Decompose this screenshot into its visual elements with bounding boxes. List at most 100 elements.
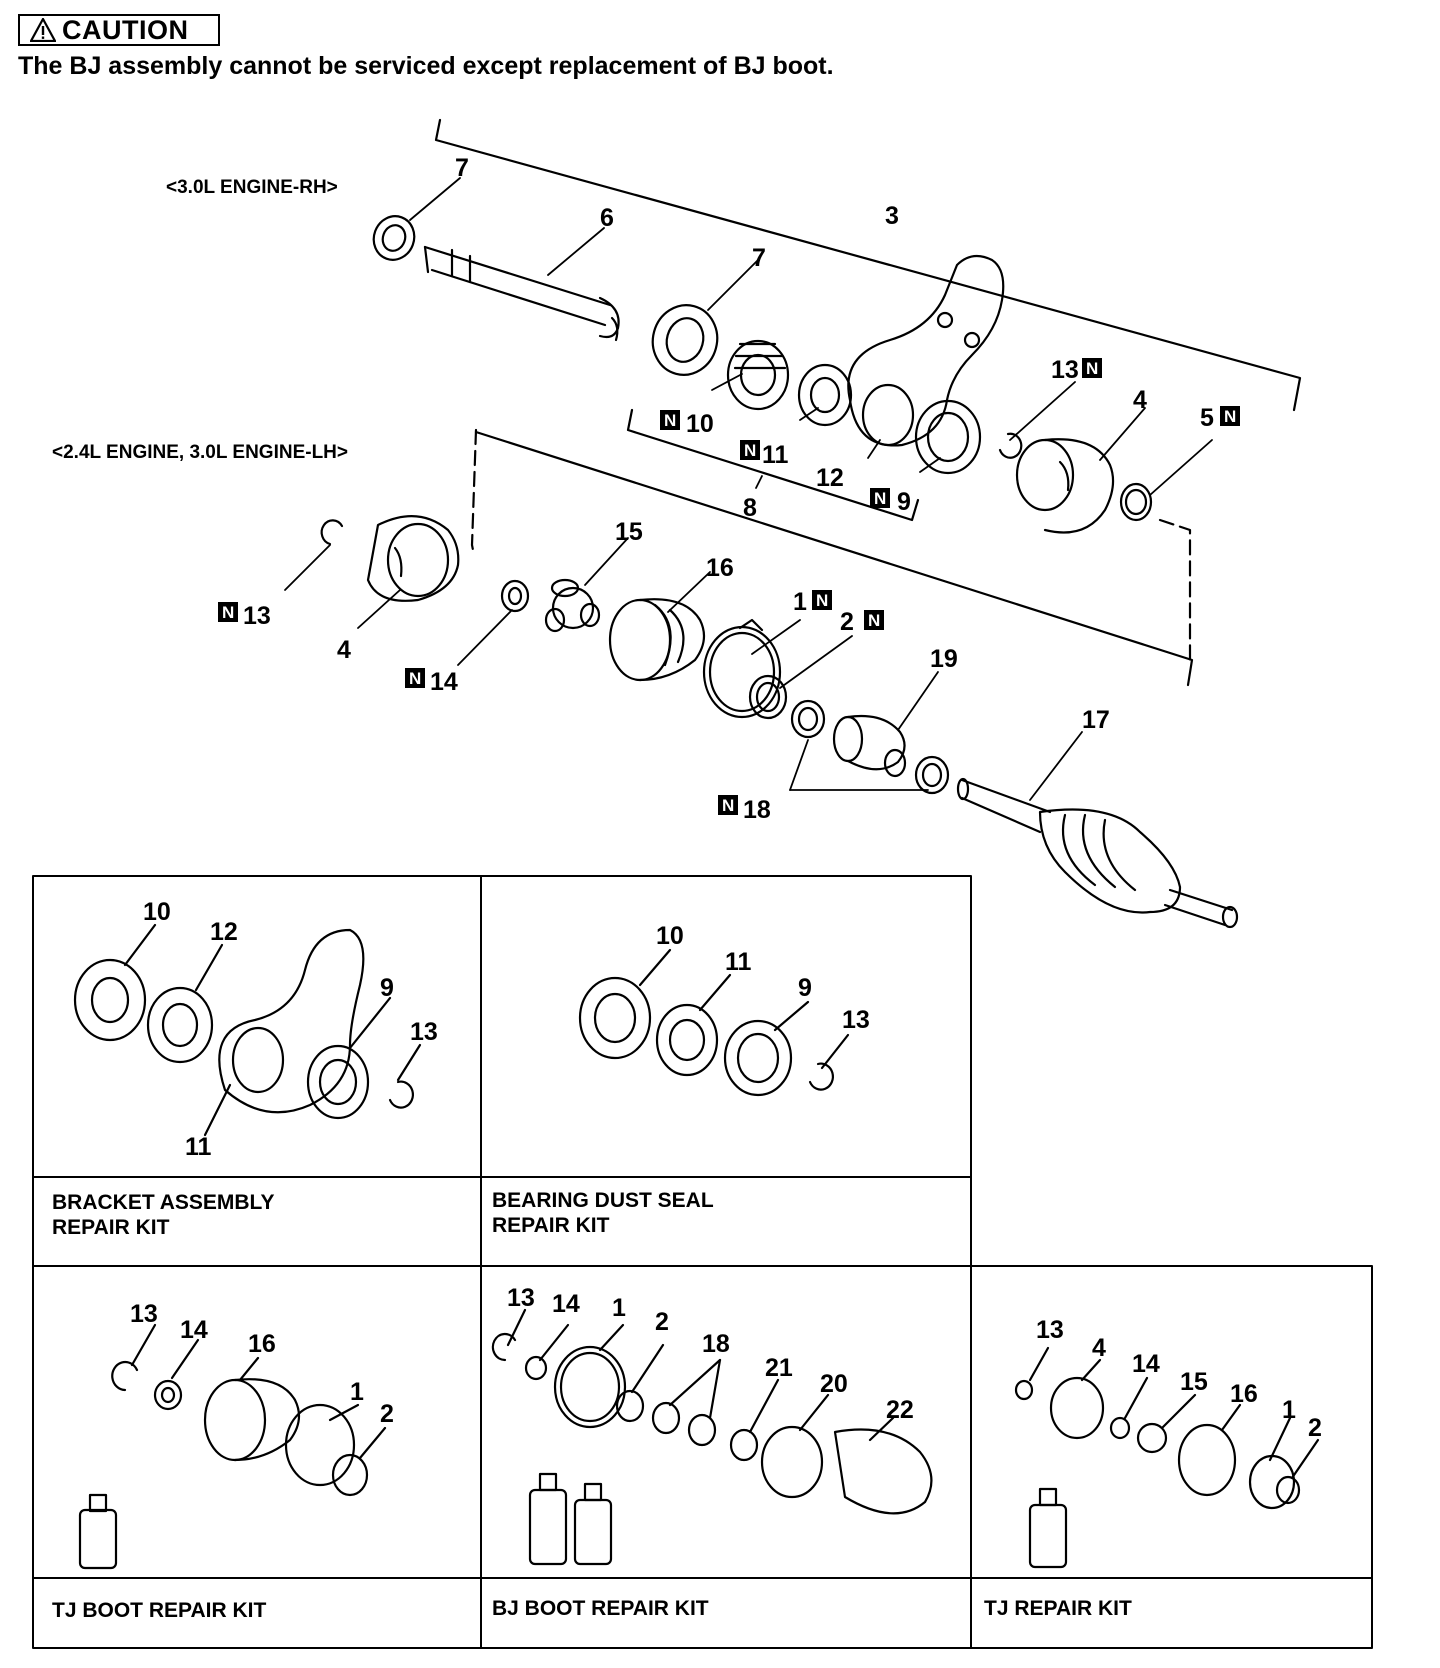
tj-kit-parts bbox=[1014, 1346, 1320, 1569]
tj-kit-callout-15: 15 bbox=[1180, 1368, 1208, 1396]
bearing-part-7 bbox=[651, 304, 719, 376]
callout-10-dust-seal: 10 bbox=[686, 410, 714, 438]
tj-boot-kit-callout-14: 14 bbox=[180, 1316, 208, 1344]
tj-boot-kit-title: TJ BOOT REPAIR KIT bbox=[52, 1599, 267, 1622]
warning-triangle-icon bbox=[30, 18, 56, 42]
tj-kit-callout-1: 1 bbox=[1282, 1396, 1296, 1424]
tj-boot-kit-callout-2: 2 bbox=[380, 1400, 394, 1428]
boot-band-part-1 bbox=[702, 618, 782, 719]
new-part-badge-11: N bbox=[740, 440, 760, 460]
new-part-mark: N bbox=[1224, 407, 1236, 426]
callout-9-seal: 9 bbox=[897, 488, 911, 516]
ring-part-5 bbox=[1119, 482, 1153, 522]
tj-kit-callout-16: 16 bbox=[1230, 1380, 1258, 1408]
new-part-badge-9: N bbox=[870, 488, 890, 508]
new-part-mark: N bbox=[222, 603, 234, 622]
callout-19-bj-boot: 19 bbox=[930, 645, 958, 673]
tj-kit-title: TJ REPAIR KIT bbox=[984, 1597, 1132, 1620]
new-part-mark: N bbox=[722, 796, 734, 815]
bracket-part-12 bbox=[847, 254, 1005, 447]
main-leader-lines bbox=[284, 177, 1213, 801]
new-part-mark: N bbox=[1086, 359, 1098, 378]
callout-2-band: 2 bbox=[840, 608, 854, 636]
bearing-kit-title-line1: BEARING DUST SEAL bbox=[492, 1189, 714, 1212]
bj-boot-kit-parts bbox=[491, 1308, 933, 1566]
new-part-badge-18: N bbox=[718, 795, 738, 815]
new-part-badge-2: N bbox=[864, 610, 884, 630]
callout-17-bj-shaft: 17 bbox=[1082, 706, 1110, 734]
bearing-kit-callout-9: 9 bbox=[798, 974, 812, 1002]
bracket-kit-parts bbox=[73, 923, 422, 1137]
bj-boot-kit-callout-20: 20 bbox=[820, 1370, 848, 1398]
new-part-badge-13: N bbox=[1082, 358, 1102, 378]
boot-band-part-2 bbox=[748, 674, 788, 720]
engine-label-lh: <2.4L ENGINE, 3.0L ENGINE-LH> bbox=[52, 442, 348, 463]
tj-boot-part-16 bbox=[608, 598, 706, 682]
callout-4-tj-case-lh: 4 bbox=[337, 636, 351, 664]
bracket-kit-title-line1: BRACKET ASSEMBLY bbox=[52, 1191, 275, 1214]
callout-13-circlip-lh: 13 bbox=[243, 602, 271, 630]
bracket-kit-callout-11: 11 bbox=[185, 1133, 212, 1161]
bracket-kit-title-line2: REPAIR KIT bbox=[52, 1216, 170, 1239]
callout-11-bearing: 11 bbox=[762, 441, 789, 469]
tj-boot-kit-parts bbox=[78, 1323, 387, 1570]
bracket-kit-title: BRACKET ASSEMBLY REPAIR KIT bbox=[52, 1190, 274, 1240]
circlip-part-13-lh bbox=[320, 519, 344, 546]
new-part-mark: N bbox=[744, 441, 756, 460]
tj-case-part-4-lh bbox=[366, 515, 460, 602]
bearing-part-11 bbox=[797, 363, 853, 427]
callout-1-band: 1 bbox=[793, 588, 807, 616]
bj-boot-kit-callout-14: 14 bbox=[552, 1290, 580, 1318]
callout-3-assembly: 3 bbox=[885, 202, 899, 230]
bearing-kit-callout-11: 11 bbox=[725, 948, 752, 976]
new-part-badge-14: N bbox=[405, 668, 425, 688]
tj-kit-callout-2: 2 bbox=[1308, 1414, 1322, 1442]
callout-4-tj-case: 4 bbox=[1133, 386, 1147, 414]
caution-label: CAUTION bbox=[62, 14, 189, 45]
bj-boot-kit-callout-18: 18 bbox=[702, 1330, 730, 1358]
circlip-part-13-rh bbox=[998, 432, 1023, 459]
boot-band-part-18a bbox=[790, 699, 826, 739]
dust-seal-part-10 bbox=[726, 339, 790, 411]
bracket-kit-callout-13: 13 bbox=[410, 1018, 438, 1046]
bj-shaft-part-17 bbox=[956, 777, 1239, 929]
callout-13-circlip: 13 bbox=[1051, 356, 1079, 384]
callout-18-bands: 18 bbox=[743, 796, 771, 824]
bj-boot-kit-callout-2: 2 bbox=[655, 1308, 669, 1336]
assembly-8-bracket-line bbox=[626, 408, 920, 522]
bracket-kit-callout-10: 10 bbox=[143, 898, 171, 926]
bj-boot-kit-callout-13: 13 bbox=[507, 1284, 535, 1312]
new-part-mark: N bbox=[868, 611, 880, 630]
callout-14-snap-ring: 14 bbox=[430, 668, 458, 696]
new-part-badge-10: N bbox=[660, 410, 680, 430]
new-part-mark: N bbox=[664, 411, 676, 430]
assembly-3-bracket-line bbox=[434, 118, 1302, 412]
boot-band-part-18b bbox=[914, 755, 950, 795]
callout-7-bearing: 7 bbox=[752, 244, 766, 272]
bearing-kit-parts bbox=[578, 948, 850, 1097]
caution-box: CAUTION bbox=[18, 14, 220, 46]
caution-note: The BJ assembly cannot be serviced excep… bbox=[18, 52, 834, 80]
bearing-kit-title: BEARING DUST SEAL REPAIR KIT bbox=[492, 1188, 714, 1238]
new-part-badge-5: N bbox=[1220, 406, 1240, 426]
callout-12-bracket: 12 bbox=[816, 464, 844, 492]
snap-ring-part-14 bbox=[500, 579, 530, 613]
new-part-mark: N bbox=[816, 591, 828, 610]
tj-kit-callout-14: 14 bbox=[1132, 1350, 1160, 1378]
kit-grid bbox=[32, 875, 1373, 1649]
tj-kit-callout-4: 4 bbox=[1092, 1334, 1106, 1362]
bj-boot-part-19 bbox=[832, 714, 907, 778]
bj-boot-kit-callout-22: 22 bbox=[886, 1396, 914, 1424]
tj-kit-callout-13: 13 bbox=[1036, 1316, 1064, 1344]
callout-15-spider: 15 bbox=[615, 518, 643, 546]
tj-boot-kit-callout-16: 16 bbox=[248, 1330, 276, 1358]
callout-6-shaft: 6 bbox=[600, 204, 614, 232]
callout-7-seal: 7 bbox=[455, 154, 469, 182]
callout-8-assembly: 8 bbox=[743, 494, 757, 522]
rh-shaft-part-6 bbox=[372, 215, 620, 342]
new-part-mark: N bbox=[874, 489, 886, 508]
bracket-kit-callout-12: 12 bbox=[210, 918, 238, 946]
new-part-badge-13-lh: N bbox=[218, 602, 238, 622]
tj-boot-kit-callout-13: 13 bbox=[130, 1300, 158, 1328]
